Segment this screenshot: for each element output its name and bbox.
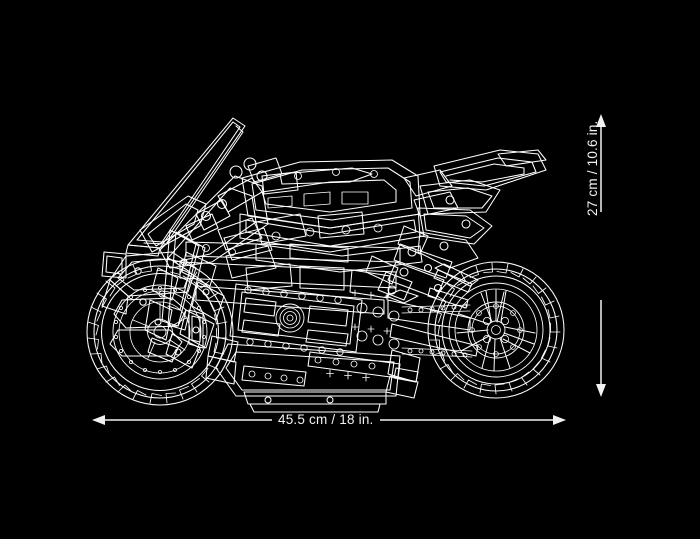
rear-wheel — [401, 261, 565, 399]
rear-tyre-tread — [429, 262, 561, 395]
fuel-tank-fairing — [217, 159, 459, 279]
rear-sprocket — [467, 301, 525, 359]
handlebar-assembly — [185, 157, 299, 241]
dimension-annotations — [92, 114, 606, 425]
exhaust-and-linkage — [241, 351, 401, 387]
vertical-dimension-arrow — [596, 114, 606, 397]
gearbox-detail — [356, 302, 400, 350]
front-fairing — [101, 175, 269, 357]
rear-subframe — [365, 225, 453, 301]
lower-fairing — [205, 335, 421, 413]
front-fork — [134, 229, 225, 369]
main-frame — [179, 211, 401, 315]
horizontal-dimension-arrow — [92, 415, 566, 425]
rear-wheel-spokes — [456, 289, 536, 372]
technic-detail-bits — [202, 168, 383, 256]
front-wheel-spokes — [132, 302, 187, 359]
motorcycle-illustration — [86, 117, 565, 413]
drive-chain — [401, 303, 473, 358]
vertical-dimension-label: 27 cm / 10.6 in. — [585, 120, 600, 217]
tail-section — [417, 149, 547, 269]
horizontal-dimension-label: 45.5 cm / 18 in. — [278, 412, 374, 427]
